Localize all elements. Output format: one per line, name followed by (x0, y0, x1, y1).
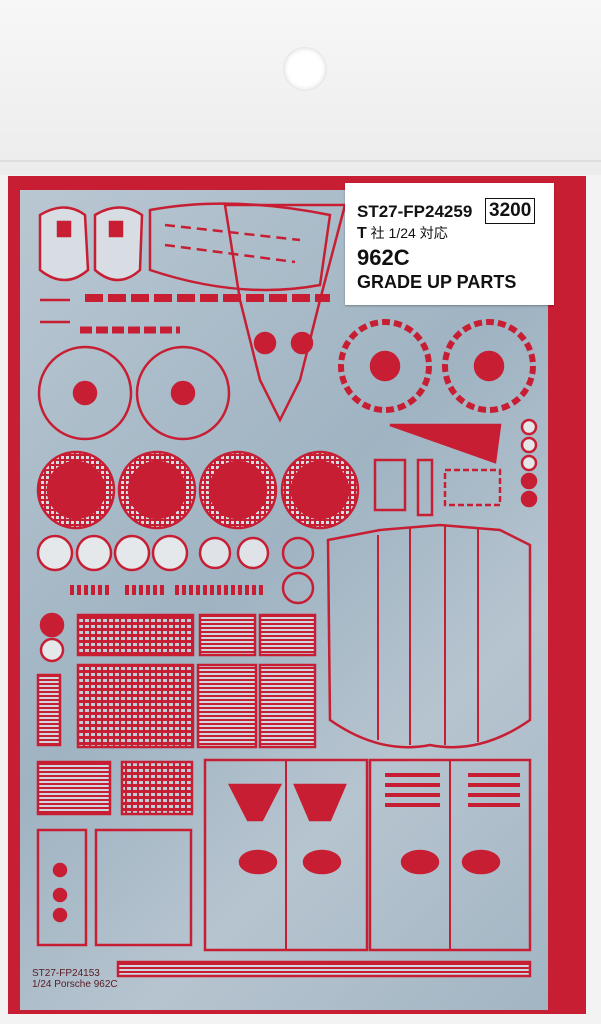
hang-hole (283, 47, 327, 91)
sheet-marking: ST27-FP24153 1/24 Porsche 962C (32, 968, 118, 990)
price-tag: 3200 (485, 198, 536, 224)
fitment-prefix: T (357, 225, 367, 242)
product-label: ST27-FP24259 3200 T 社 1/24 対応 962C GRADE… (345, 183, 554, 305)
fitment-text: 社 1/24 対応 (370, 225, 448, 241)
sheet-subtitle: 1/24 Porsche 962C (32, 979, 118, 990)
sheet-code: ST27-FP24153 (32, 968, 100, 979)
bag-seal-line (0, 160, 601, 162)
product-description: GRADE UP PARTS (357, 272, 517, 292)
fitment-line: T 社 1/24 対応 (357, 223, 448, 243)
model-name: 962C (357, 245, 410, 270)
product-code: ST27-FP24259 (357, 202, 473, 221)
